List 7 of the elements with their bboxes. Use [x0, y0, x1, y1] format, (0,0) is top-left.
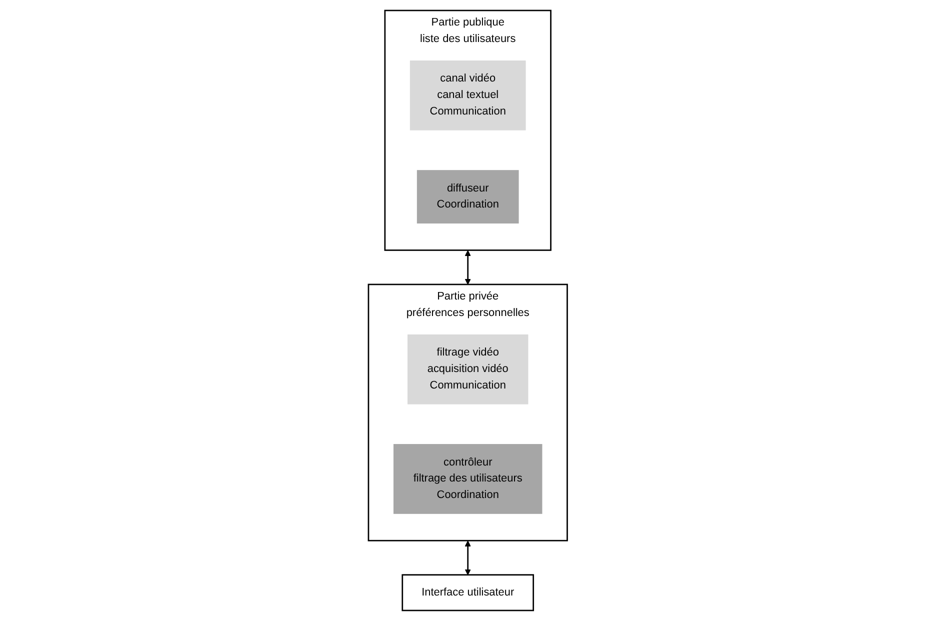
arrow	[464, 250, 471, 285]
node-box: Interface utilisateur	[401, 574, 534, 612]
node-box: diffuseur Coordination	[416, 170, 518, 224]
arrow	[464, 540, 471, 576]
node-box: filtrage vidéo acquisition vidéo Communication	[407, 334, 528, 404]
node-box: canal vidéo canal textuel Communication	[410, 60, 526, 130]
node-box: contrôleur filtrage des utilisateurs Coordination	[393, 444, 542, 514]
